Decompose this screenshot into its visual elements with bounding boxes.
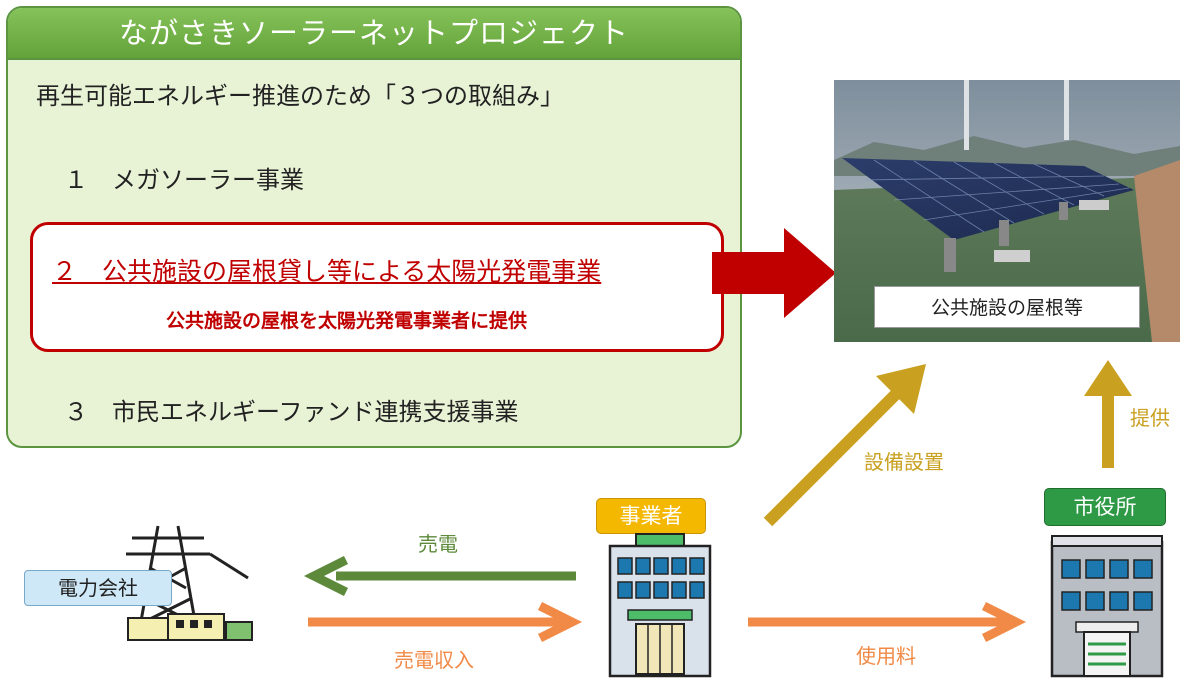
provide-arrow-icon <box>1084 360 1132 468</box>
panel-item-3: ３ 市民エネルギーファンド連携支援事業 <box>64 398 519 426</box>
sell-power-arrow-icon <box>303 556 576 597</box>
install-arrow-icon <box>763 364 926 527</box>
photo-caption: 公共施設の屋根等 <box>874 286 1140 328</box>
city-hall-badge: 市役所 <box>1044 488 1166 526</box>
sell-income-arrow-icon <box>308 601 583 643</box>
power-company-badge: 電力会社 <box>24 570 172 606</box>
sell-income-label: 売電収入 <box>394 648 474 672</box>
operator-badge: 事業者 <box>596 498 706 534</box>
project-panel: ながさきソーラーネットプロジェクト 再生可能エネルギー推進のため「３つの取組み」… <box>6 6 742 448</box>
panel-intro: 再生可能エネルギー推進のため「３つの取組み」 <box>36 82 564 110</box>
highlight-box <box>30 222 724 352</box>
operator-building-icon <box>602 530 718 684</box>
usage-fee-label: 使用料 <box>856 644 916 668</box>
city-hall-building-icon <box>1046 530 1168 682</box>
panel-item-2: ２ 公共施設の屋根貸し等による太陽光発電事業 <box>52 257 602 286</box>
sell-power-label: 売電 <box>418 532 458 556</box>
panel-item-1: １ メガソーラー事業 <box>64 166 304 194</box>
install-label: 設備設置 <box>864 450 944 474</box>
red-arrow-icon <box>712 228 836 318</box>
provide-label: 提供 <box>1130 406 1170 430</box>
panel-item-2-sub: 公共施設の屋根を太陽光発電事業者に提供 <box>166 310 528 332</box>
panel-title: ながさきソーラーネットプロジェクト <box>8 8 740 60</box>
usage-fee-arrow-icon <box>748 601 1027 643</box>
